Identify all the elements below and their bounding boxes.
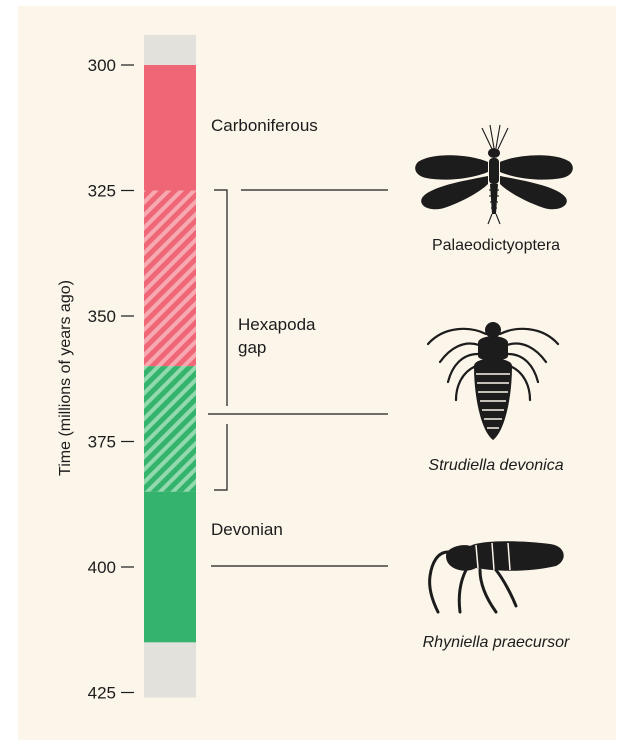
- axis-tick-label: 375: [88, 433, 116, 452]
- axis-tick-label: 425: [88, 684, 116, 703]
- axis-tick-label: 350: [88, 307, 116, 326]
- winged-insect-icon: [415, 125, 573, 224]
- axis-label: Time (millions of years ago): [57, 280, 74, 476]
- springtail-icon: [430, 541, 564, 612]
- period-segments: [144, 65, 196, 642]
- axis-ticks: 300 325 350 375 400 425: [88, 56, 134, 703]
- insect-name-palaeodictyoptera: Palaeodictyoptera: [432, 237, 560, 254]
- period-segment-hatched-2: [144, 366, 196, 492]
- period-label-carboniferous: Carboniferous: [211, 116, 318, 135]
- insect-name-rhyniella: Rhyniella praecursor: [423, 634, 570, 651]
- axis-tick-label: 300: [88, 56, 116, 75]
- axis-tick-label: 400: [88, 558, 116, 577]
- period-label-devonian: Devonian: [211, 520, 283, 539]
- insect-name-strudiella: Strudiella devonica: [428, 457, 563, 474]
- period-segment-hatched-1: [144, 191, 196, 367]
- axis-tick-label: 325: [88, 182, 116, 201]
- gap-label-line1: Hexapoda: [238, 315, 316, 334]
- period-segment-devonian: [144, 492, 196, 643]
- larva-insect-icon: [428, 322, 558, 440]
- gap-label-line2: gap: [238, 338, 266, 357]
- hexapoda-gap-bracket: [214, 190, 227, 490]
- period-segment-carboniferous: [144, 65, 196, 191]
